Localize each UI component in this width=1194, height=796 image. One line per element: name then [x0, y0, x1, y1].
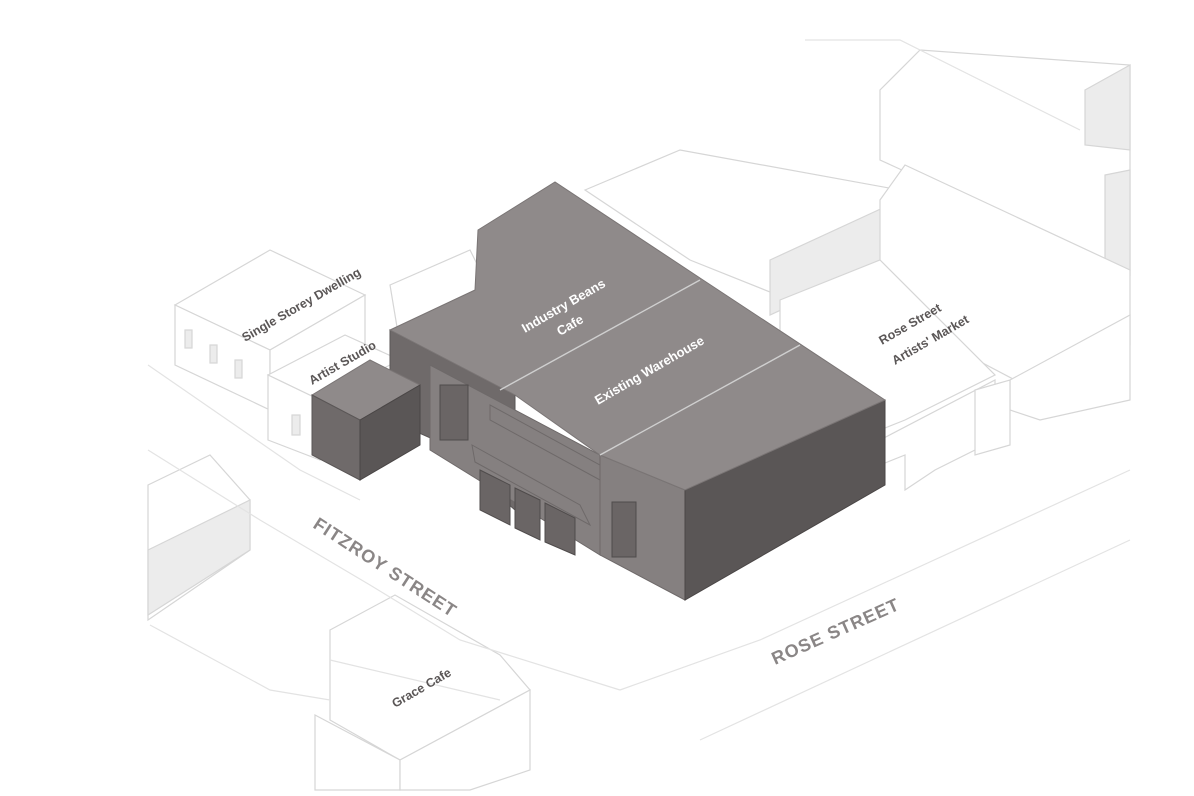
warehouse-canopy-lower [471, 444, 592, 527]
grace-cafe-roof-ridge [329, 659, 501, 701]
dwelling-window-3 [234, 359, 243, 379]
context-lower-left-face [147, 499, 251, 617]
dwelling-window-1 [184, 329, 193, 349]
context-tower-right-face [1084, 63, 1131, 151]
subject-building [310, 181, 887, 601]
shopfront-bay-1 [439, 384, 469, 441]
warehouse-roof [388, 181, 887, 491]
dwelling-window-2 [209, 344, 218, 364]
fitzroy-street-edge-lower [147, 449, 621, 691]
extension-side-wall [359, 384, 421, 481]
roof-seam-2 [599, 344, 801, 456]
warehouse-door [611, 501, 637, 558]
rose-street-market-wing [974, 379, 1011, 456]
lower-street-edge [149, 624, 331, 701]
rose-street-edge-upper [619, 469, 1131, 691]
fitzroy-street-edge-upper [147, 364, 361, 501]
artist-studio-window [291, 414, 301, 436]
shopfront-bay-4 [544, 502, 576, 556]
rose-street-edge-lower [699, 539, 1131, 741]
context-tower-right-face-lower [1104, 169, 1131, 271]
shopfront-bay-2 [479, 469, 511, 526]
shopfront-bay-3 [514, 487, 541, 541]
context-rear-street-edge [805, 39, 1081, 131]
context-buildings [147, 39, 1131, 791]
roof-seam-1 [499, 279, 701, 391]
grace-cafe-side [399, 688, 531, 791]
